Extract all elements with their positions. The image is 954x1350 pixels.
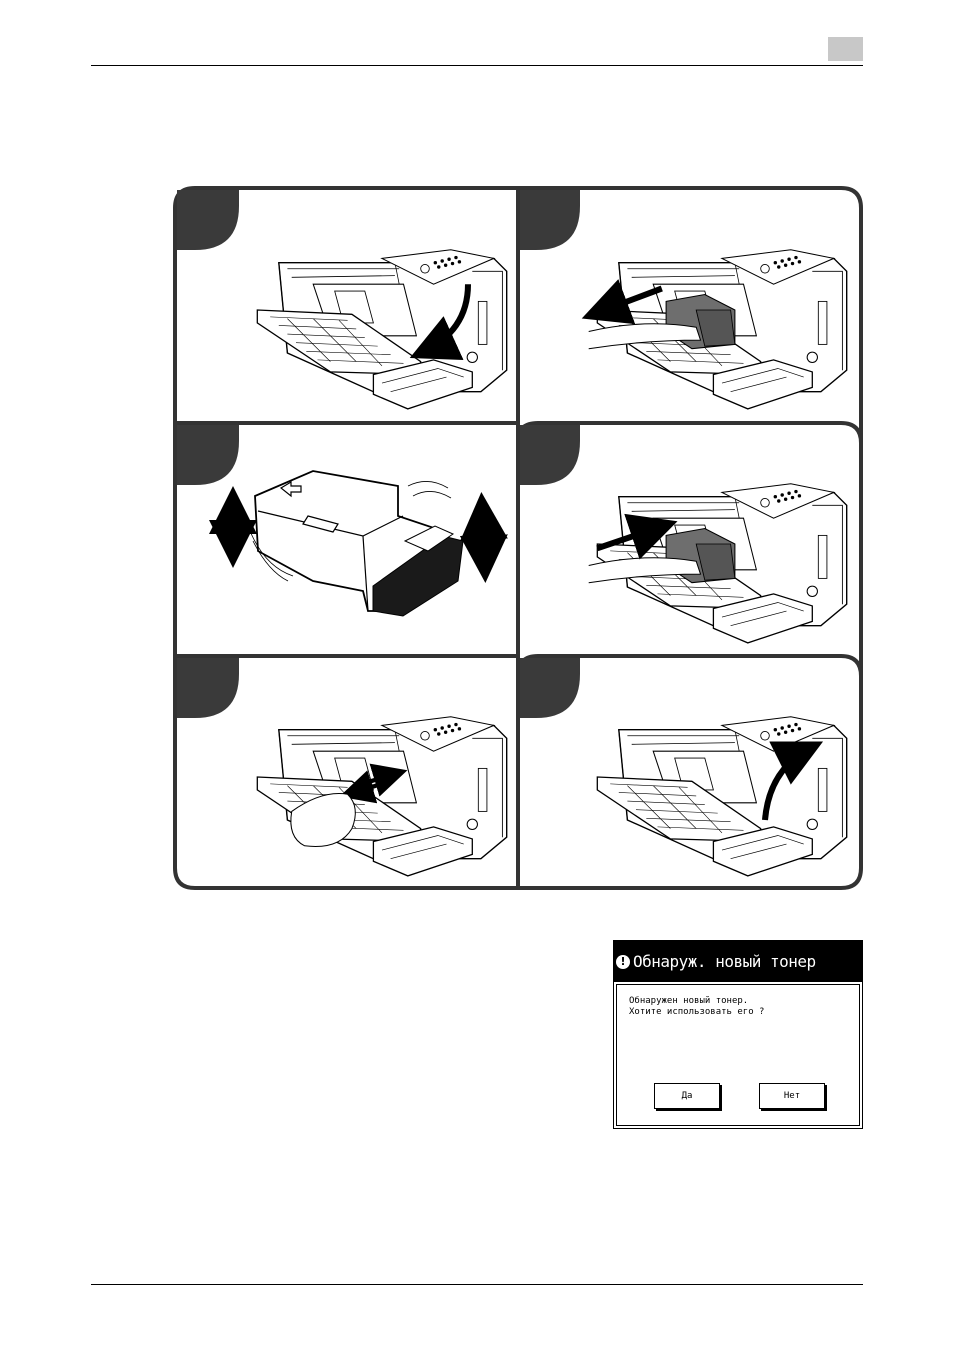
dialog-title: Обнаруж. новый тонер [633, 952, 816, 971]
step-badge-6 [520, 658, 580, 718]
steps-illustration [173, 186, 863, 890]
step-badge-1 [177, 190, 239, 250]
step-badge-3 [177, 425, 239, 485]
footer-rule [91, 1284, 863, 1285]
step-badge-2 [520, 190, 580, 250]
chapter-tab [828, 37, 863, 61]
dialog-message-line2: Хотите использовать его ? [629, 1007, 764, 1018]
no-button[interactable]: Нет [759, 1083, 825, 1109]
step4-insert-toner [589, 484, 847, 643]
new-toner-dialog: ! Обнаруж. новый тонер Обнаружен новый т… [613, 940, 863, 1129]
yes-button[interactable]: Да [654, 1083, 720, 1109]
step-badge-4 [520, 425, 580, 485]
toner-replacement-steps [173, 186, 863, 890]
dialog-titlebar: ! Обнаруж. новый тонер [614, 941, 862, 982]
dialog-body: Обнаружен новый тонер. Хотите использова… [616, 984, 860, 1126]
step6-close-door [597, 717, 846, 876]
step5-clean [257, 717, 506, 876]
alert-icon: ! [616, 955, 630, 969]
step1-open-door [257, 250, 506, 409]
step-badge-5 [177, 658, 239, 718]
dialog-message-line1: Обнаружен новый тонер. [629, 996, 764, 1007]
dialog-message: Обнаружен новый тонер. Хотите использова… [629, 996, 764, 1018]
step3-shake-toner [233, 471, 485, 616]
step2-remove-toner [589, 250, 847, 409]
header-rule [91, 65, 863, 66]
